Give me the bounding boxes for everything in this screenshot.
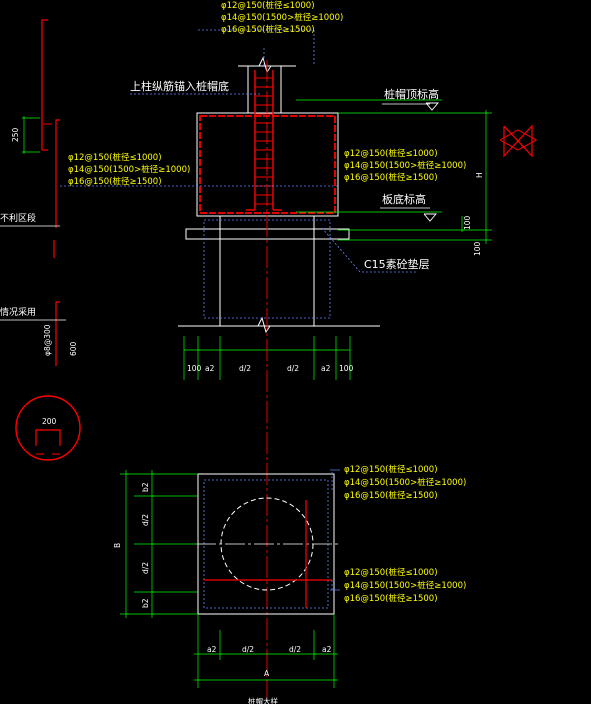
rebar-spec-left: φ12@150(桩径≤1000) φ14@150(1500>桩径≥1000) φ…	[68, 152, 190, 187]
tie-spec: φ8@300	[43, 324, 52, 356]
section-dim-label: 100	[187, 364, 202, 373]
plan-side-dim-label: b2	[141, 598, 150, 608]
label-slab-elevation: 板底标高	[382, 192, 426, 206]
rebar-spec-right: φ12@150(桩径≤1000) φ14@150(1500>桩径≥1000) φ…	[344, 148, 466, 183]
label-column-anchor: 上柱纵筋锚入桩帽底	[130, 79, 229, 93]
label-cap-top-elevation: 桩帽顶标高	[384, 87, 439, 101]
rebar-plan-top-1: φ12@150(桩径≤1000)	[344, 464, 438, 475]
rebar-plan-top-2: φ14@150(1500>桩径≥1000)	[344, 477, 466, 488]
section-dim-label: 100	[339, 364, 354, 373]
plan-dim-a: A	[264, 669, 270, 678]
plan-bottom-dim-label: d/2	[289, 645, 301, 654]
dim-100-a: 100	[463, 215, 472, 230]
rebar-spec-plan-top: φ12@150(桩径≤1000) φ14@150(1500>桩径≥1000) φ…	[344, 464, 466, 501]
rebar-left-3: φ16@150(桩径≥1500)	[68, 176, 162, 187]
plan-view: b2 d/2 d/2 b2 B a2 d/2 d/2 a2 A	[113, 469, 340, 688]
rebar-top-2: φ14@150(1500>桩径≥1000)	[221, 12, 343, 23]
plan-side-dim-label: d/2	[141, 562, 150, 574]
plan-side-dim-label: d/2	[141, 514, 150, 526]
rebar-plan-bottom-3: φ16@150(桩径≥1500)	[344, 593, 438, 604]
section-dim-label: d/2	[287, 364, 299, 373]
dim-100-b: 100	[473, 241, 482, 256]
drawing-caption: 桩帽大样	[248, 696, 278, 704]
plan-dim-b: B	[113, 543, 122, 548]
plan-bottom-dim-label: a2	[322, 645, 332, 654]
dim-250: 250	[11, 127, 20, 142]
rebar-plan-top-3: φ16@150(桩径≥1500)	[344, 490, 438, 501]
rebar-left-2: φ14@150(1500>桩径≥1000)	[68, 164, 190, 175]
rebar-left-1: φ12@150(桩径≤1000)	[68, 152, 162, 163]
dim-200: 200	[42, 417, 57, 426]
section-dim-label: a2	[205, 364, 215, 373]
rebar-plan-bottom-1: φ12@150(桩径≤1000)	[344, 567, 438, 578]
dim-h: H	[475, 172, 484, 178]
plan-side-dim-label: b2	[141, 482, 150, 492]
left-label-b: 情况采用	[0, 306, 36, 318]
section-dim-label: a2	[321, 364, 331, 373]
dim-600: 600	[69, 341, 78, 356]
rebar-spec-top: φ12@150(桩径≤1000) φ14@150(1500>桩径≥1000) φ…	[221, 0, 343, 35]
rebar-spec-plan-bottom: φ12@150(桩径≤1000) φ14@150(1500>桩径≥1000) φ…	[344, 567, 466, 604]
plan-bottom-dim-label: d/2	[242, 645, 254, 654]
section-dim-label: d/2	[239, 364, 251, 373]
label-cushion: C15素砼垫层	[364, 257, 430, 271]
rebar-top-3: φ16@150(桩径≥1500)	[221, 24, 315, 35]
rebar-plan-bottom-2: φ14@150(1500>桩径≥1000)	[344, 580, 466, 591]
plan-bottom-dim-label: a2	[207, 645, 217, 654]
rebar-right-2: φ14@150(1500>桩径≥1000)	[344, 160, 466, 171]
left-label-a: 不利区段	[0, 212, 36, 224]
rebar-top-1: φ12@150(桩径≤1000)	[221, 0, 315, 11]
rebar-right-3: φ16@150(桩径≥1500)	[344, 172, 438, 183]
left-partial-detail: 250 不利区段 情况采用 φ8@300 600 200	[0, 19, 81, 461]
rebar-right-1: φ12@150(桩径≤1000)	[344, 148, 438, 159]
